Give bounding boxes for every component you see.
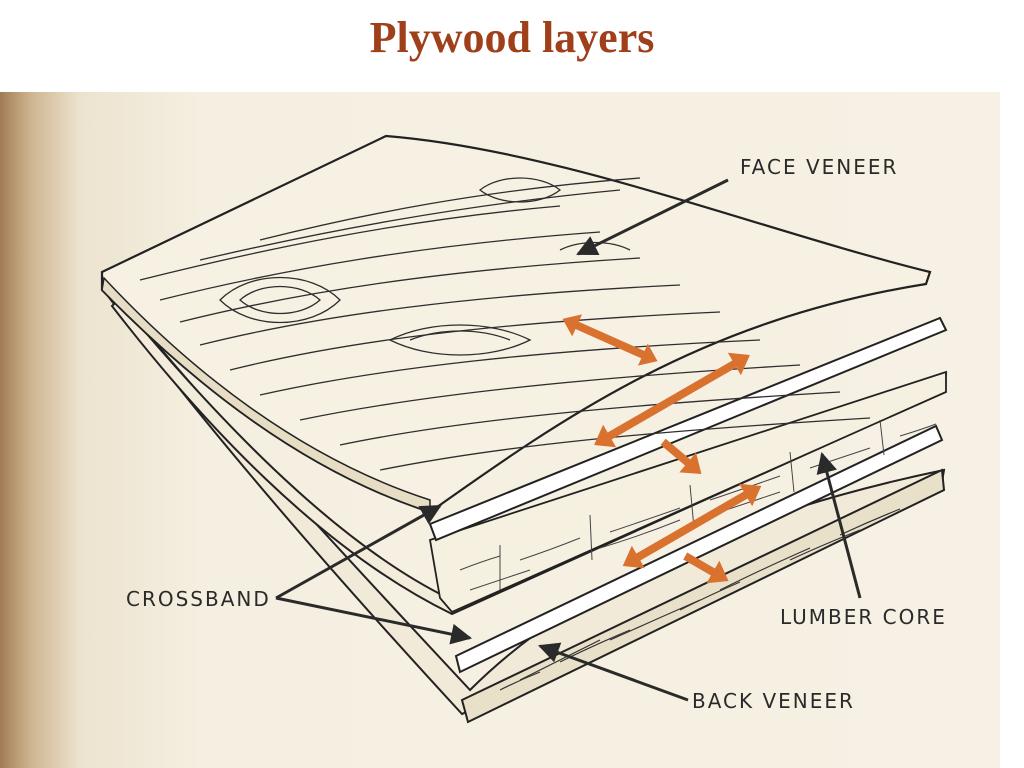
label-face-veneer: FACE VENEER	[740, 155, 898, 179]
upper-crossband-sheet	[428, 316, 948, 542]
grain-arrow-back	[683, 552, 729, 584]
leader-back-veneer	[538, 642, 689, 702]
lower-crossband-sheet	[454, 424, 944, 674]
grain-arrow-crossband-upper	[594, 352, 750, 448]
diagram-canvas: FACE VENEER CROSSBAND LUMBER CORE BACK V…	[0, 92, 1000, 768]
leader-crossband-upper	[275, 504, 442, 600]
label-back-veneer: BACK VENEER	[692, 689, 855, 713]
grain-arrow-face	[562, 314, 658, 366]
leader-lumber-core	[816, 451, 862, 599]
leader-face-veneer	[576, 178, 729, 256]
grain-arrow-crossband-lower	[622, 483, 762, 569]
grain-arrow-core	[660, 438, 702, 474]
slide-title: Plywood layers	[369, 13, 655, 62]
grain-direction-arrows	[562, 314, 762, 584]
leader-crossband-lower	[275, 596, 473, 645]
plywood-diagram: FACE VENEER CROSSBAND LUMBER CORE BACK V…	[0, 92, 1000, 768]
lumber-core-sheet	[110, 298, 948, 616]
label-crossband: CROSSBAND	[126, 587, 271, 611]
label-lumber-core: LUMBER CORE	[780, 605, 947, 629]
face-veneer-sheet	[100, 134, 932, 514]
leader-lines	[275, 178, 862, 702]
